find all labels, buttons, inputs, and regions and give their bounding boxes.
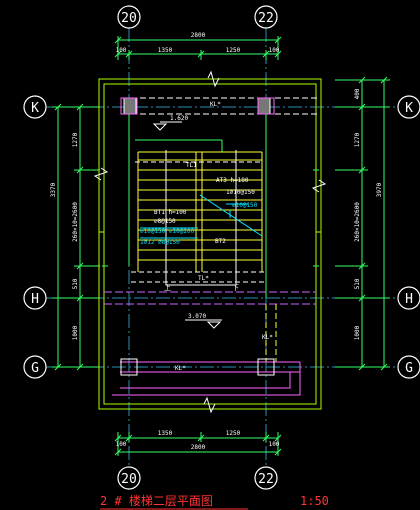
axis-label-right-G: G [405, 361, 413, 376]
bottom-dimension-lines [114, 432, 282, 456]
axis-bubble-right-K [397, 95, 420, 119]
beam-tl-lower [131, 271, 266, 283]
title-scale: 1:50 [300, 494, 329, 508]
axis-bubble-bottom-22 [254, 466, 278, 490]
axis-bubbles [23, 5, 420, 490]
axis-bubble-right-H [397, 286, 420, 310]
axis-bubble-bottom-20 [117, 466, 141, 490]
rebar-bt1 [140, 227, 198, 239]
label-at3-sub2: ∅10@150 [232, 202, 258, 209]
dim-left-stair: 260×10=2600 [72, 202, 79, 242]
axis-bubble-right-G [397, 355, 420, 379]
level-marker-top: 1.620 [152, 115, 188, 131]
right-dimension-texts: 400 1270 3970 260×10=2600 510 1000 [354, 88, 383, 340]
label-beam-top: KL* [210, 101, 221, 108]
label-bt1-sub2: ∅10@150 ∅10@200 [140, 228, 195, 235]
axis-label-left-H: H [31, 292, 39, 307]
right-dimension-lines [335, 76, 390, 371]
label-at3-sub: 1∅10@150 [226, 189, 255, 196]
dim-top-part-1: 100 [116, 47, 127, 54]
break-mark-top [207, 70, 220, 88]
label-bt1-sub3: 1∅12 ∅8@150 [140, 239, 180, 246]
label-kl-bottom: KL* [175, 365, 186, 372]
dim-top-total: 2800 [191, 32, 206, 39]
break-marks [93, 70, 327, 414]
dim-right-outer: 3970 [376, 182, 383, 197]
label-at3: AT3 h=180 [216, 177, 249, 184]
stair-well-walls [128, 114, 267, 298]
level-marker-mid: 3.070 [185, 313, 222, 329]
axis-label-right-H: H [405, 292, 413, 307]
dim-left-lower: 1000 [72, 325, 79, 340]
inner-wall-outline [103, 83, 317, 405]
dim-right-lower: 1000 [354, 325, 361, 340]
dim-bottom-part-3: 1250 [226, 430, 241, 437]
dim-bottom-part-2: 1350 [158, 430, 173, 437]
label-bt1: BT1 h=100 [154, 209, 187, 216]
axis-bubble-left-K [23, 95, 47, 119]
columns-top [120, 97, 275, 115]
label-kl-right: KL* [262, 334, 273, 341]
dim-bottom-total: 2800 [191, 444, 206, 451]
label-up: 上 [164, 283, 171, 292]
axis-label-left-K: K [31, 101, 39, 116]
label-tl-lower: TL* [198, 275, 209, 282]
drawing-title: 2 # 楼梯二层平面图 1:50 [100, 493, 329, 510]
dim-top-part-2: 1350 [158, 47, 173, 54]
title-text: 2 # 楼梯二层平面图 [100, 493, 213, 508]
break-mark-left [93, 167, 109, 181]
dim-left-upper: 1270 [72, 132, 79, 147]
bottom-dimension-texts: 100 1350 1250 100 2800 [116, 430, 280, 451]
axis-label-bottom-22: 22 [258, 472, 274, 487]
left-dimension-texts: 3370 1270 260×10=2600 510 1000 [50, 132, 79, 340]
label-tl1: TL1 [186, 162, 197, 169]
axis-bubble-left-G [23, 355, 47, 379]
dim-right-stair: 260×10=2600 [354, 202, 361, 242]
dim-left-outer: 3370 [50, 182, 57, 197]
bt1-annotation: BT1 h=100 ∅8@150 ∅10@150 ∅10@200 1∅12 ∅8… [140, 209, 195, 246]
top-dimension-lines [114, 36, 282, 60]
label-bt1-sub: ∅8@150 [154, 218, 176, 225]
dim-bottom-part-1: 100 [116, 441, 127, 448]
beam-right-vertical [265, 304, 277, 362]
dim-bottom-part-4: 100 [269, 441, 280, 448]
walk-line [165, 150, 237, 286]
dim-left-mid: 510 [72, 278, 79, 289]
wall-ticks [102, 169, 319, 267]
axis-bubble-labels: 20 22 20 22 K H G K H G [31, 11, 413, 487]
top-beam [122, 97, 318, 115]
label-level-mid: 3.070 [188, 313, 206, 320]
dim-top-part-3: 1250 [226, 47, 241, 54]
dim-right-mid: 510 [354, 278, 361, 289]
label-bt2: BT2 [215, 238, 226, 245]
stair-treads [137, 151, 263, 272]
axis-label-bottom-20: 20 [121, 472, 137, 487]
axis-label-top-22: 22 [258, 11, 274, 26]
break-mark-right [311, 179, 327, 193]
break-mark-bottom [203, 396, 216, 414]
axis-bubble-top-20 [117, 5, 141, 29]
columns-bottom [120, 358, 275, 376]
dim-top-part-4: 100 [269, 47, 280, 54]
axis-label-right-K: K [405, 101, 413, 116]
beam-h-line [104, 291, 316, 305]
axis-label-top-20: 20 [121, 11, 137, 26]
axis-bubble-left-H [23, 286, 47, 310]
label-down: 下 [232, 284, 239, 292]
beam-g-line [112, 361, 301, 396]
axis-label-left-G: G [31, 361, 39, 376]
top-dimension-texts: 2800 100 1350 1250 100 [116, 32, 280, 54]
at3-annotation: AT3 h=180 1∅10@150 ∅10@150 [216, 177, 258, 209]
dim-right-upper: 1270 [354, 132, 361, 147]
label-level-top: 1.620 [170, 115, 188, 122]
dim-right-top: 400 [354, 88, 361, 99]
axis-bubble-top-22 [254, 5, 278, 29]
rebar-at3 [199, 194, 263, 237]
left-dimension-lines [52, 103, 100, 371]
